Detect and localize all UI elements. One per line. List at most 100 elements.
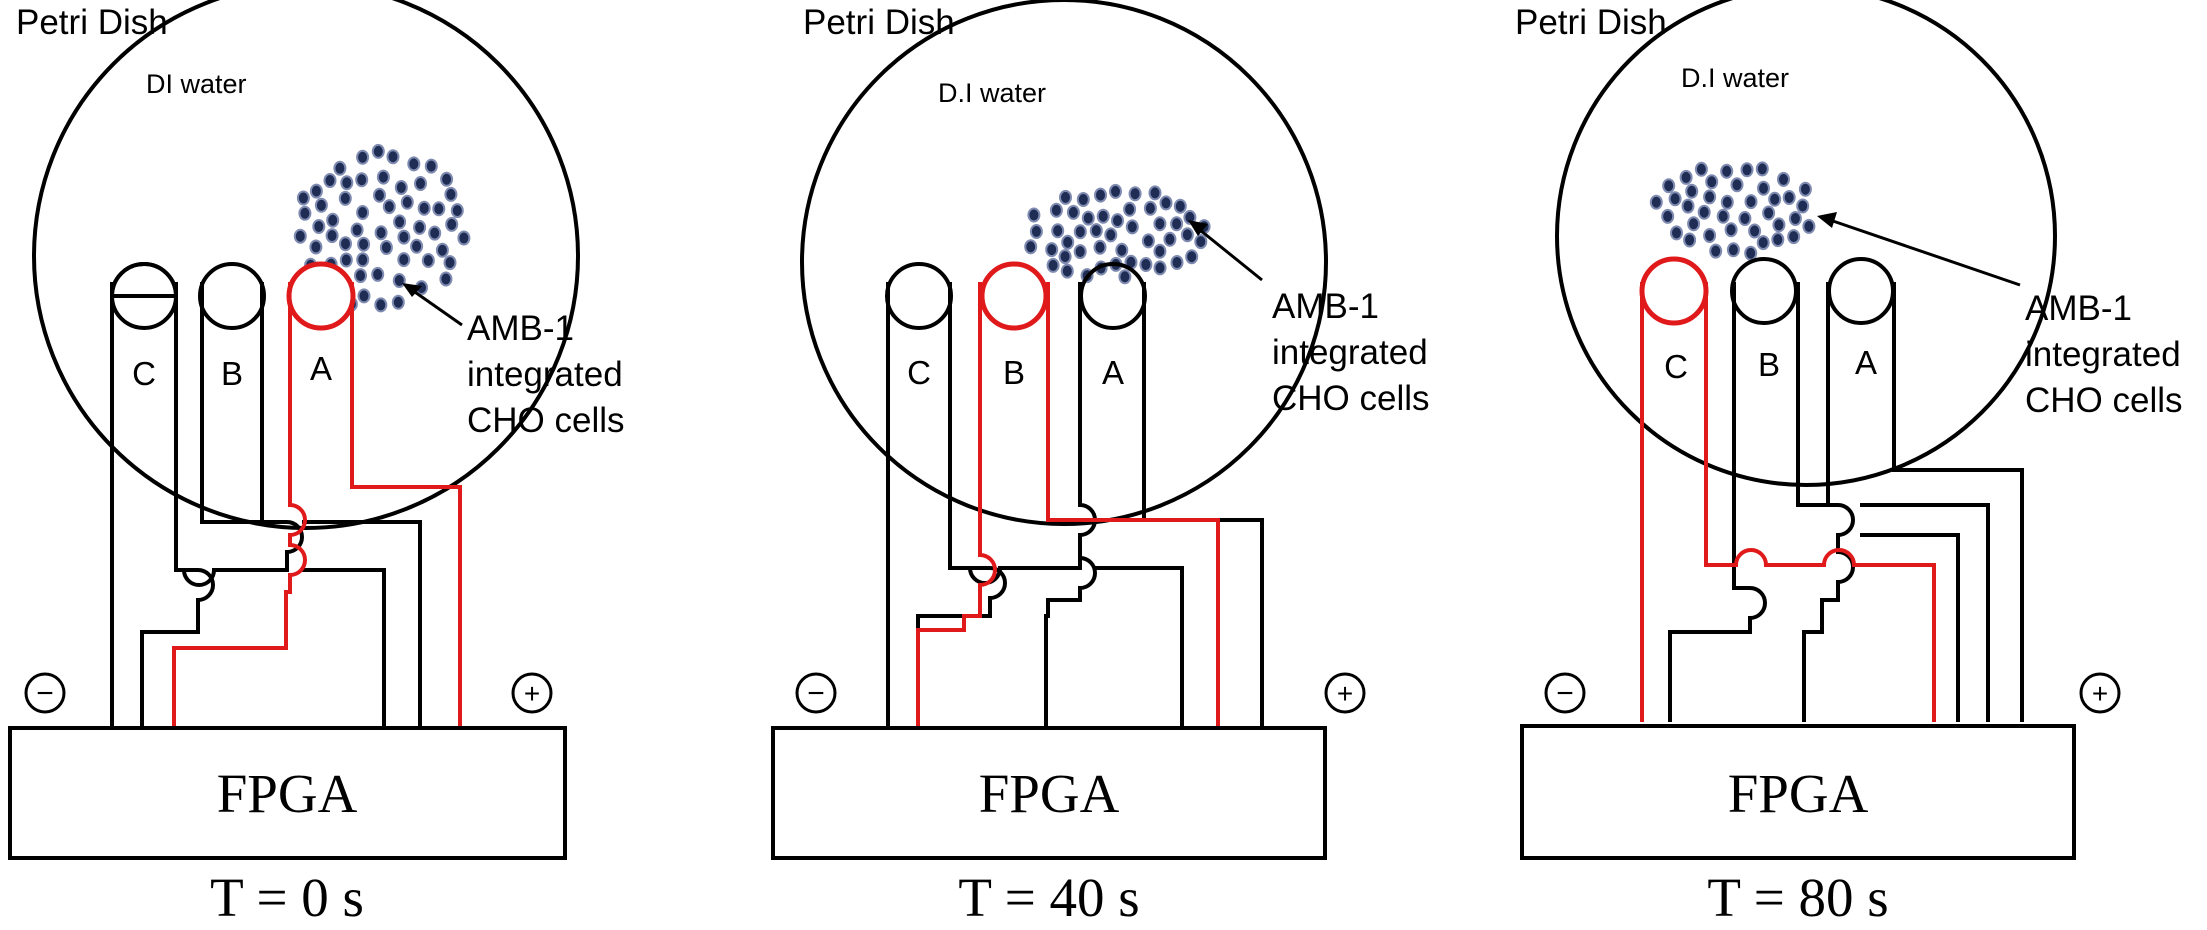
cell-dot	[314, 197, 328, 213]
cell-dot	[443, 255, 457, 271]
time-label: T = 80 s	[1707, 867, 1888, 928]
cell-dot	[424, 158, 438, 174]
fpga-label: FPGA	[217, 763, 358, 824]
cell-dot	[339, 236, 352, 252]
cell-dot	[309, 239, 323, 255]
cell-dot	[1060, 263, 1074, 279]
cell-dot	[1046, 257, 1060, 273]
electrode-c-label: C	[132, 355, 156, 392]
cell-dot	[376, 169, 390, 185]
electrode-a-label: A	[310, 350, 332, 387]
cell-dot	[357, 288, 371, 304]
petri-dish	[32, 0, 580, 530]
annotation-arrow	[411, 288, 463, 327]
cell-dot	[1687, 216, 1701, 232]
cell-dot	[1705, 174, 1719, 190]
cell-dot	[1153, 243, 1167, 259]
cell-dot	[1720, 194, 1734, 210]
cell-label: AMB-1 integrated CHO cells	[467, 309, 632, 440]
petri-dish-label: Petri Dish	[1515, 3, 1667, 42]
svg-text:+: +	[2092, 678, 2108, 709]
cell-dot	[379, 240, 393, 255]
cell-dot	[1755, 161, 1769, 177]
cell-dot	[1730, 177, 1744, 193]
cell-dot	[1757, 180, 1770, 196]
annotation-arrowhead	[1188, 220, 1208, 236]
panel-t40: Petri Dish D.I water C B A	[771, 0, 1430, 928]
panel-t80: Petri Dish D.I water C B A	[1515, 0, 2183, 928]
cell-dot	[1180, 227, 1194, 243]
cell-dot	[1073, 224, 1087, 240]
cell-dot	[1118, 269, 1132, 285]
plus-terminal: +	[1324, 672, 1366, 714]
cell-dot	[1111, 213, 1124, 229]
cell-dot	[444, 186, 458, 202]
cell-dot	[428, 225, 442, 241]
cell-dot	[393, 214, 407, 230]
cell-dot	[1798, 181, 1812, 197]
cell-dot	[1123, 201, 1137, 217]
svg-text:B: B	[1003, 354, 1025, 391]
cell-dot	[421, 253, 435, 268]
cell-dot	[1748, 223, 1762, 239]
active-electrode-c	[1640, 282, 1936, 722]
cell-dot	[1756, 235, 1770, 251]
cell-dot	[312, 219, 326, 234]
svg-text:A: A	[1102, 354, 1124, 391]
electrode-a: A	[1079, 262, 1147, 391]
electrode-c: C	[885, 262, 953, 391]
cell-dot	[1777, 171, 1790, 187]
electrode-b: B	[1730, 257, 1798, 383]
cell-dot	[1059, 189, 1072, 205]
cell-dot	[407, 156, 421, 172]
cell-dot	[1173, 198, 1187, 214]
cell-dot	[1153, 216, 1167, 232]
cell-dot	[414, 176, 427, 191]
cell-dot	[394, 180, 408, 195]
cell-dot	[298, 205, 312, 221]
electrode-a: A	[1827, 257, 1895, 381]
electrode-wires	[1668, 282, 2024, 722]
cell-dot	[1061, 234, 1075, 250]
wire-b-out2	[302, 520, 422, 728]
cell-dot	[325, 228, 339, 244]
electrode-wires	[110, 282, 422, 728]
cell-dot	[296, 190, 310, 206]
cell-dot	[1744, 194, 1758, 210]
plus-terminal: +	[511, 672, 553, 714]
cell-dot	[1679, 169, 1693, 185]
electrode-c: C	[109, 262, 179, 392]
fpga-label: FPGA	[979, 763, 1120, 824]
minus-terminal: −	[795, 672, 837, 714]
cell-dot	[1153, 260, 1167, 276]
cell-dot	[457, 230, 471, 246]
cell-dot	[1104, 227, 1118, 243]
cell-dot	[1073, 244, 1087, 260]
cell-dot	[1058, 249, 1072, 265]
cell-dot	[1139, 257, 1153, 272]
cell-dot	[1183, 209, 1197, 225]
cell-dot	[1089, 223, 1103, 239]
cell-dot	[400, 194, 414, 210]
cell-dot	[1771, 232, 1785, 248]
cell-dot	[1762, 205, 1776, 221]
cell-dot	[338, 190, 352, 206]
cell-dot	[1194, 234, 1208, 250]
cell-dot	[1796, 198, 1810, 214]
cell-dot	[1170, 255, 1184, 270]
petri-dish	[800, 0, 1328, 526]
cell-dot	[1726, 242, 1740, 258]
cell-dot	[1681, 198, 1695, 214]
cell-dot	[1185, 249, 1199, 265]
cell-dot	[356, 149, 370, 165]
cell-dot	[1094, 187, 1107, 203]
cell-dot	[350, 222, 364, 238]
fpga-box	[771, 726, 1327, 860]
cell-cluster	[1024, 183, 1211, 285]
time-label: T = 0 s	[210, 867, 364, 928]
cell-dot	[1740, 162, 1754, 178]
active-electrode-a	[172, 282, 462, 728]
cell-dot	[450, 203, 464, 219]
cell-dot	[391, 294, 405, 310]
water-label: D.I water	[1681, 63, 1789, 93]
